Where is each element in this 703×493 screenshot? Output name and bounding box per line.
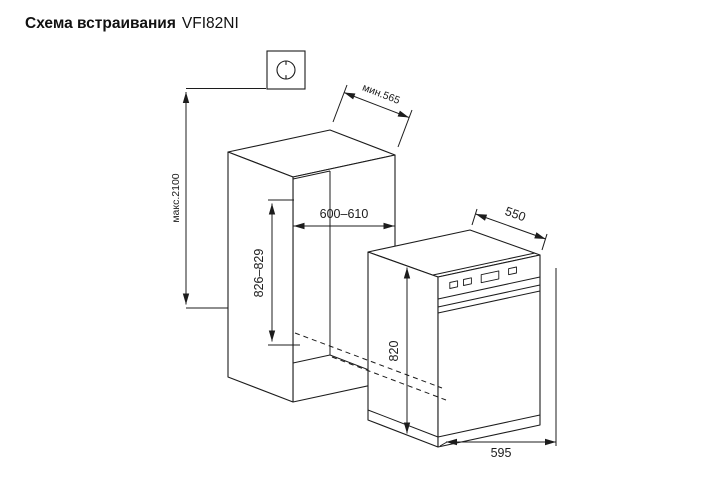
dishwasher bbox=[367, 229, 541, 448]
dim-appliance-width: 595 bbox=[439, 268, 557, 460]
control-button bbox=[449, 280, 459, 289]
title-model-code: VFI82NI bbox=[181, 15, 239, 32]
dim-niche-height: 826–829 bbox=[252, 199, 300, 346]
niche-side-face bbox=[227, 151, 294, 403]
door-handle bbox=[437, 284, 541, 314]
dim-appliance-depth: 550 bbox=[471, 204, 548, 251]
kick-plate-front bbox=[437, 414, 541, 438]
socket-box bbox=[266, 50, 306, 90]
dim-niche-width: 600–610 bbox=[293, 207, 395, 230]
dim-label-appliance-height: 820 bbox=[387, 341, 401, 362]
dim-label-appliance-depth: 550 bbox=[503, 204, 527, 224]
dim-label-appliance-width: 595 bbox=[491, 446, 512, 460]
dim-max-socket-height: макс.2100 bbox=[170, 88, 266, 309]
dishwasher-door-face bbox=[437, 254, 541, 448]
page-title: Схема встраивания VFI82NI bbox=[25, 15, 239, 33]
dim-label-min-depth: мин.565 bbox=[361, 82, 402, 107]
socket-icon bbox=[266, 50, 306, 90]
dim-label-niche-width: 600–610 bbox=[320, 207, 369, 221]
slide-in-guides bbox=[294, 332, 447, 401]
dim-label-niche-height: 826–829 bbox=[252, 249, 266, 298]
dishwasher-side-face bbox=[367, 251, 439, 448]
control-button bbox=[463, 277, 472, 286]
cabinet-niche bbox=[227, 129, 396, 403]
dim-appliance-height: 820 bbox=[387, 267, 411, 434]
control-button bbox=[508, 266, 517, 276]
control-display bbox=[480, 270, 500, 284]
dim-label-max-height: макс.2100 bbox=[170, 173, 182, 222]
title-text: Схема встраивания bbox=[25, 15, 176, 32]
kick-plate-side bbox=[367, 409, 439, 438]
control-panel bbox=[437, 266, 541, 300]
